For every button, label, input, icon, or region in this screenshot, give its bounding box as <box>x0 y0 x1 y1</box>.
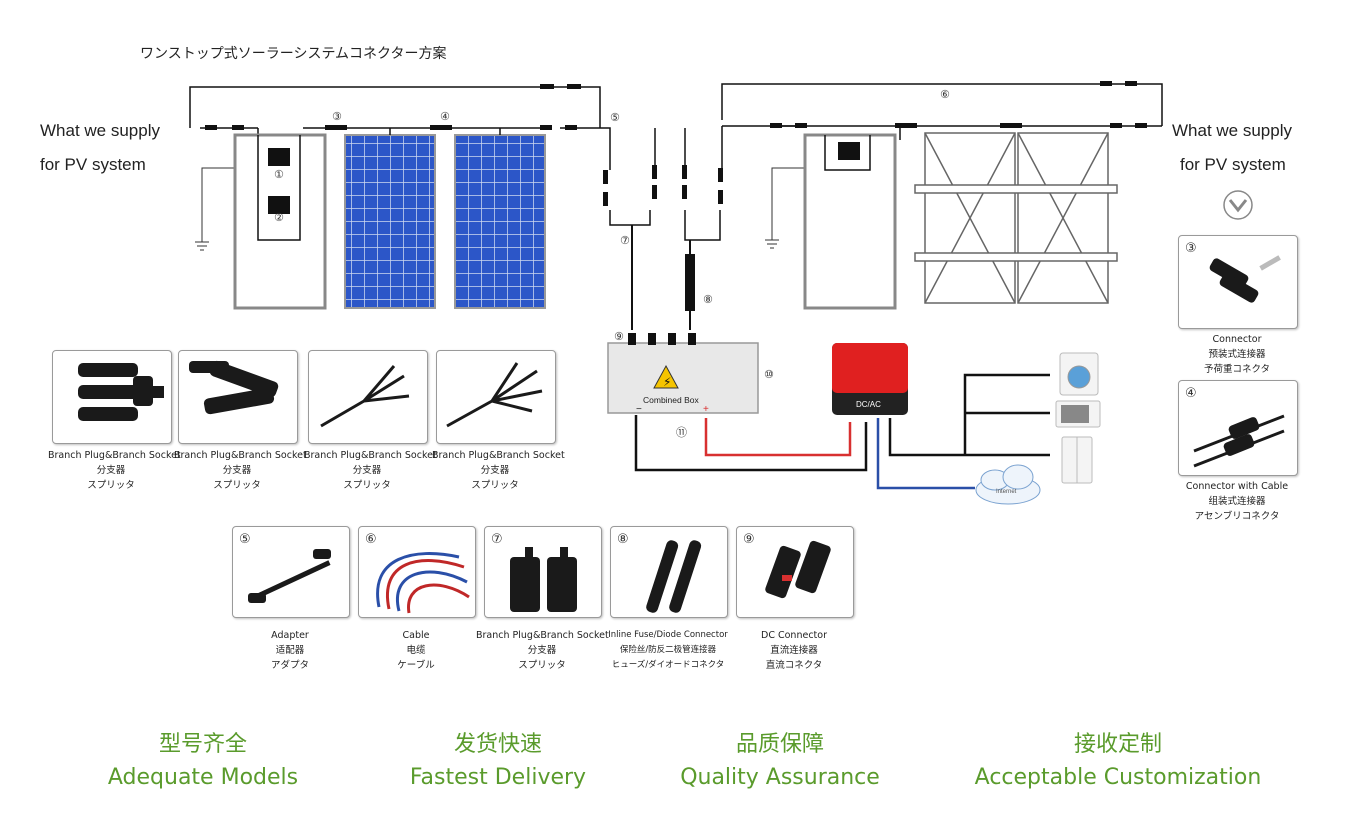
chevron-down-icon <box>1223 190 1253 220</box>
ground-icon <box>195 167 805 251</box>
product-card-cable: ⑥ <box>358 526 476 618</box>
marker-3: ③ <box>332 110 342 123</box>
supply-line-2: for PV system <box>1180 155 1286 174</box>
dc-connector-image <box>765 540 831 599</box>
panel-back-right <box>803 133 897 310</box>
product-card-dc-connector: ⑨ <box>736 526 854 618</box>
connector-cable-image <box>1193 414 1285 468</box>
page-title: ワンストップ式ソーラーシステムコネクター方案 <box>140 46 447 62</box>
connector-image <box>189 360 279 415</box>
product-card-branch: ⑦ <box>484 526 602 618</box>
solar-panel <box>454 134 546 309</box>
cloud-icon: Internet <box>975 464 1041 505</box>
refrigerator-icon <box>1061 436 1093 484</box>
markers: ③ ④ ⑤ ⑥ ⑦ ⑧ ⑨ ⑩ ⑪ <box>332 88 950 439</box>
inverter-label: DC/AC <box>856 400 881 409</box>
marker-9: ⑨ <box>614 330 624 343</box>
product-card-inline-fuse: ⑧ <box>610 526 728 618</box>
supply-line-2: for PV system <box>40 155 146 174</box>
supply-heading-left: What we supply for PV system <box>40 114 160 182</box>
washing-machine-icon <box>1059 352 1099 396</box>
marker-11: ⑪ <box>676 426 687 439</box>
connector-image <box>320 365 410 428</box>
marker-4: ④ <box>440 110 450 123</box>
fuse-connector-image <box>646 540 702 613</box>
drop-cables <box>631 225 695 330</box>
microwave-icon <box>1055 400 1101 428</box>
inverter: DC/AC <box>832 343 908 415</box>
adapter-image <box>248 549 331 603</box>
cable-image <box>376 552 470 614</box>
combined-box: ⚡ Combined Box − + <box>607 333 759 415</box>
solar-panel <box>344 134 436 309</box>
top-wiring <box>189 83 1163 241</box>
connector-image <box>446 362 543 428</box>
branch-card <box>308 350 428 444</box>
product-card-connector: ③ <box>1178 235 1298 329</box>
supply-heading-right: What we supply for PV system <box>1172 114 1292 182</box>
marker-7: ⑦ <box>620 234 630 247</box>
connector-image <box>1209 255 1281 303</box>
connector-image <box>78 363 164 421</box>
branch-card <box>436 350 556 444</box>
svg-text:⚡: ⚡ <box>663 375 671 389</box>
svg-text:+: + <box>703 404 709 415</box>
branch-connector-image <box>510 547 577 612</box>
svg-text:①: ① <box>274 168 284 181</box>
supply-line-1: What we supply <box>1172 121 1292 140</box>
product-card-connector-with-cable: ④ <box>1178 380 1298 476</box>
marker-10: ⑩ <box>764 368 774 381</box>
panel-frame <box>914 132 1118 304</box>
branch-card <box>52 350 172 444</box>
svg-text:−: − <box>636 404 642 415</box>
cloud-label: Internet <box>996 489 1017 495</box>
marker-5: ⑤ <box>610 111 620 124</box>
dc-wiring <box>634 373 1050 490</box>
branch-card <box>178 350 298 444</box>
product-card-adapter: ⑤ <box>232 526 350 618</box>
combined-box-label: Combined Box <box>643 395 700 405</box>
marker-6: ⑥ <box>940 88 950 101</box>
wire-connectors <box>205 81 1147 206</box>
marker-8: ⑧ <box>703 293 713 306</box>
panel-back-left: ① ② <box>233 133 327 310</box>
supply-line-1: What we supply <box>40 121 160 140</box>
svg-text:②: ② <box>274 211 284 224</box>
